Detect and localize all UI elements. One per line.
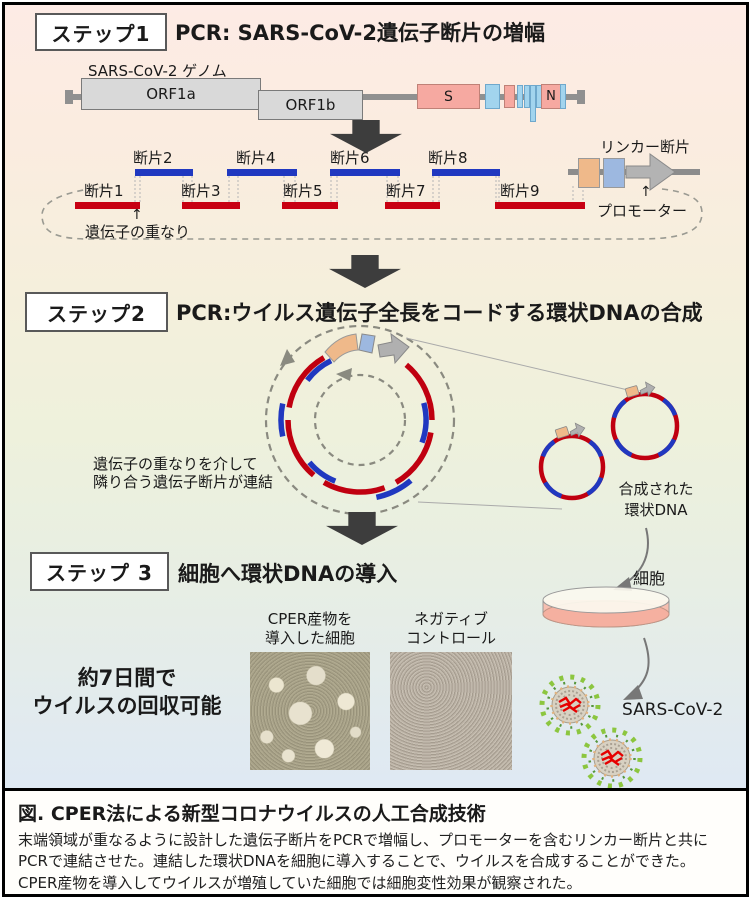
linker-orange-piece [324,333,359,363]
product-label-line1: 合成された [618,480,694,498]
fragment-label: 断片2 [133,149,173,167]
s-gene-label: S [444,88,453,105]
step3-title: 細胞へ環状DNAの導入 [178,562,398,586]
recovery-note-line2: ウイルスの回収可能 [32,694,222,719]
promoter-up-arrow: ↑ [640,184,652,200]
red-fragment-arcs [285,355,435,495]
arrow-to-virus [623,637,650,700]
fragment-bar-7 [385,202,440,209]
photo2-label-line2: コントロール [405,628,496,647]
linker-fragment-graphic [568,153,700,191]
fragment-label: 断片9 [500,182,540,200]
step2-label: ステップ2 [47,301,146,326]
photo1-label-line2: 導入した細胞 [264,628,355,647]
product-label-line2: 環状DNA [624,501,688,519]
arrowhead-icon [623,685,643,700]
fragment-bar-3 [182,202,240,209]
circular-dna-product-2 [610,381,680,461]
caption-title: 図. CPER法による新型コロナウイルスの人工合成技術 [18,803,486,825]
micrograph-cper-cells [250,652,370,770]
s-gene-box: S [417,84,480,109]
linker-blue-box [603,158,625,188]
linker-gray-arrow-icon [377,332,410,365]
step1-box: ステップ1 [35,13,167,51]
overlap-note: 遺伝子の重なり [85,223,191,241]
assembly-note-line2: 隣り合う遺伝子断片が連結 [93,473,274,491]
accessory-gene-box-tall [530,85,536,122]
petri-dish-icon [542,586,670,628]
orf1b-label: ORF1b [285,96,336,114]
product-label: 合成された 環状DNA [600,478,712,520]
step1-title: PCR: SARS-CoV-2遺伝子断片の増幅 [175,21,545,45]
orf1a-box: ORF1a [81,78,261,110]
overlap-connector-lines [134,176,584,202]
caption-body: 末端領域が重なるように設計した遺伝子断片をPCRで増幅し、プロモーターを含むリン… [18,831,708,892]
fragment-label: 断片3 [181,182,221,200]
accessory-gene-box [485,84,500,109]
fragment-bar-6 [330,169,400,176]
circular-assembly-diagram [264,324,629,516]
cell-label: 細胞 [633,569,666,588]
photo2-label: ネガティブ コントロール [388,610,514,648]
inner-rotation-arrow-icon [336,368,352,381]
assembly-note-line1: 遺伝子の重なりを介して [93,455,258,473]
fragment-label: 断片6 [330,149,370,167]
orf1b-box: ORF1b [258,90,363,120]
sars-cov-2-virion-2 [584,730,640,786]
accessory-gene-box [524,85,530,108]
circularization-dashed-loop [41,186,703,240]
step2-box: ステップ2 [25,292,168,332]
fragment-bar-4 [227,169,297,176]
fragment-bar-5 [282,202,338,209]
linker-fragment-label: リンカー断片 [600,138,691,156]
fragment-bar-2 [135,169,193,176]
overlap-up-arrow: ↑ [131,207,143,223]
linker-orange-box [578,158,600,188]
photo1-label: CPER産物を 導入した細胞 [248,610,372,648]
accessory-gene-box [504,85,515,108]
fragment-label: 断片4 [236,149,276,167]
genome-label: SARS-CoV-2 ゲノム [88,62,227,80]
fragment-label: 断片1 [84,182,124,200]
photo1-label-line1: CPER産物を [267,610,353,628]
magnify-line-top [405,337,629,391]
fragment-label: 断片8 [428,149,468,167]
sars-cov-2-virion-1 [542,677,598,733]
magnify-line-bottom [417,501,563,510]
micrograph-negative-control [390,652,512,770]
fragment-label: 断片5 [283,182,323,200]
step2-title: PCR:ウイルス遺伝子全長をコードする環状DNAの合成 [176,301,703,325]
step1-label: ステップ1 [51,21,151,46]
blue-fragment-arcs [278,358,429,500]
figure-caption: 図. CPER法による新型コロナウイルスの人工合成技術 末端領域が重なるように設… [5,788,746,894]
fragment-label: 断片7 [386,182,426,200]
outer-rotation-arrow-icon [280,349,295,366]
promoter-label: プロモーター [597,202,688,220]
linker-blue-piece [358,333,376,354]
step3-label: ステップ 3 [46,561,153,585]
recovery-note-line1: 約7日間で [77,666,177,690]
fragment-bar-9 [495,202,585,209]
orf1a-label: ORF1a [146,85,196,103]
circular-dna-product-1 [538,422,606,501]
accessory-gene-box [517,85,523,108]
recovery-note: 約7日間で ウイルスの回収可能 [12,664,242,721]
step3-box: ステップ 3 [30,552,169,591]
virus-label: SARS-CoV-2 [622,700,724,720]
promoter-arrow-icon [625,153,676,191]
photo2-label-line1: ネガティブ [413,610,489,628]
fragment-bar-1 [75,202,140,209]
accessory-gene-box [560,84,566,109]
n-gene-box: N [541,84,561,109]
n-gene-label: N [546,89,556,104]
fragment-bar-8 [432,169,500,176]
